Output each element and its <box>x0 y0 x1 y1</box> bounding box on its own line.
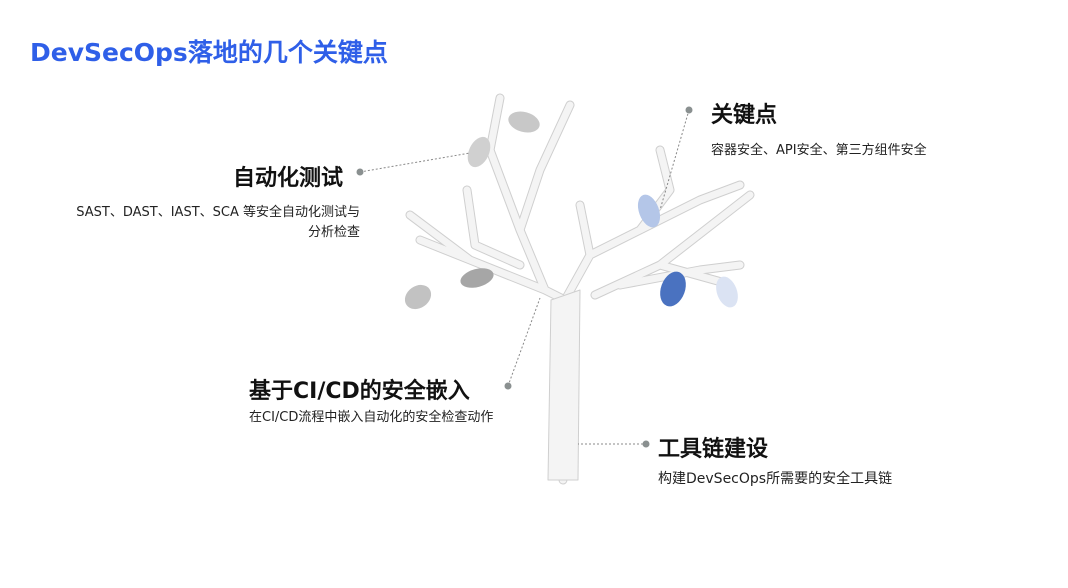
leaf <box>460 268 494 288</box>
point-heading-toolchain: 工具链建设 <box>658 437 769 462</box>
leaf <box>404 284 432 310</box>
point-desc-toolchain: 构建DevSecOps所需要的安全工具链 <box>658 471 893 487</box>
leaf <box>637 194 661 228</box>
point-heading-automated-testing: 自动化测试 <box>232 166 343 191</box>
leaf <box>508 111 540 133</box>
page-title: DevSecOps落地的几个关键点 <box>30 38 388 67</box>
tree-branches <box>405 93 755 485</box>
connector-dots <box>356 106 693 448</box>
connector-lines <box>359 109 690 445</box>
leaf <box>716 276 738 308</box>
point-heading-key-points: 关键点 <box>711 103 778 128</box>
point-desc-cicd: 在CI/CD流程中嵌入自动化的安全检查动作 <box>249 410 494 425</box>
point-desc-automated-testing: SAST、DAST、IAST、SCA 等安全自动化测试与分析检查 <box>76 205 360 240</box>
leaf <box>660 271 686 307</box>
point-desc-key-points: 容器安全、API安全、第三方组件安全 <box>711 143 927 158</box>
leaves <box>404 111 738 310</box>
point-heading-cicd: 基于CI/CD的安全嵌入 <box>249 379 470 404</box>
leaf <box>467 136 491 168</box>
